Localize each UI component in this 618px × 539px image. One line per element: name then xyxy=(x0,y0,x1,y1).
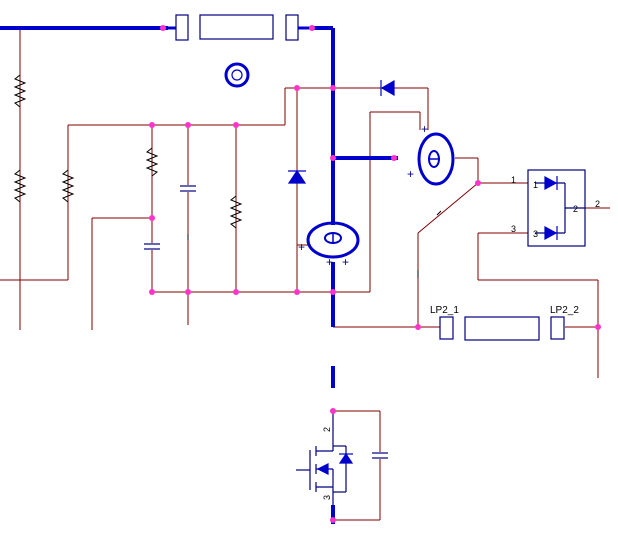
bridge-pin-1: 1 xyxy=(511,175,516,185)
capacitor-c1 xyxy=(144,243,160,250)
bridge-inner-pin-3: 3 xyxy=(533,229,538,239)
mosfet[interactable] xyxy=(296,411,354,505)
capacitors xyxy=(144,185,388,459)
ct-mid-plus-c: + xyxy=(326,255,333,269)
ct-top-plus-a: + xyxy=(421,122,428,136)
bridge-inner-pin-1: 1 xyxy=(533,180,538,190)
mosfet-pin-3: 3 xyxy=(322,495,332,500)
ct-top-plus-b: + xyxy=(407,167,414,181)
ct-mid-plus-b: + xyxy=(342,255,349,269)
mosfet-pin-2: 2 xyxy=(322,427,332,432)
junction-nodes xyxy=(149,25,601,523)
bridge-module[interactable] xyxy=(527,169,586,247)
current-transformer-top xyxy=(417,132,455,186)
resistor-r2 xyxy=(13,169,27,203)
resistor-r1 xyxy=(13,74,27,108)
resistor-r5 xyxy=(229,195,243,229)
resistor-r3 xyxy=(61,169,75,203)
diode-top xyxy=(380,79,395,97)
wires xyxy=(0,30,610,521)
resistors xyxy=(13,74,243,229)
lp2-1-label: LP2_1 xyxy=(430,305,459,316)
resistor-r4 xyxy=(145,147,159,177)
bridge-pin-3: 3 xyxy=(511,224,516,234)
ct-mid-plus-a: + xyxy=(298,240,305,254)
bridge-inner-pin-2: 2 xyxy=(573,204,578,214)
lp2-2-label: LP2_2 xyxy=(550,305,579,316)
capacitor-c3 xyxy=(372,452,388,459)
current-transformer-mid xyxy=(306,221,360,259)
capacitor-c2 xyxy=(180,185,196,192)
lp2-inductor[interactable] xyxy=(439,316,565,341)
power-bus xyxy=(0,26,398,524)
ring-symbol xyxy=(224,62,250,88)
misc-marks xyxy=(187,210,442,278)
diode-vertical xyxy=(287,169,307,184)
top-inductor[interactable] xyxy=(168,14,312,41)
bridge-pin-2: 2 xyxy=(595,199,600,209)
